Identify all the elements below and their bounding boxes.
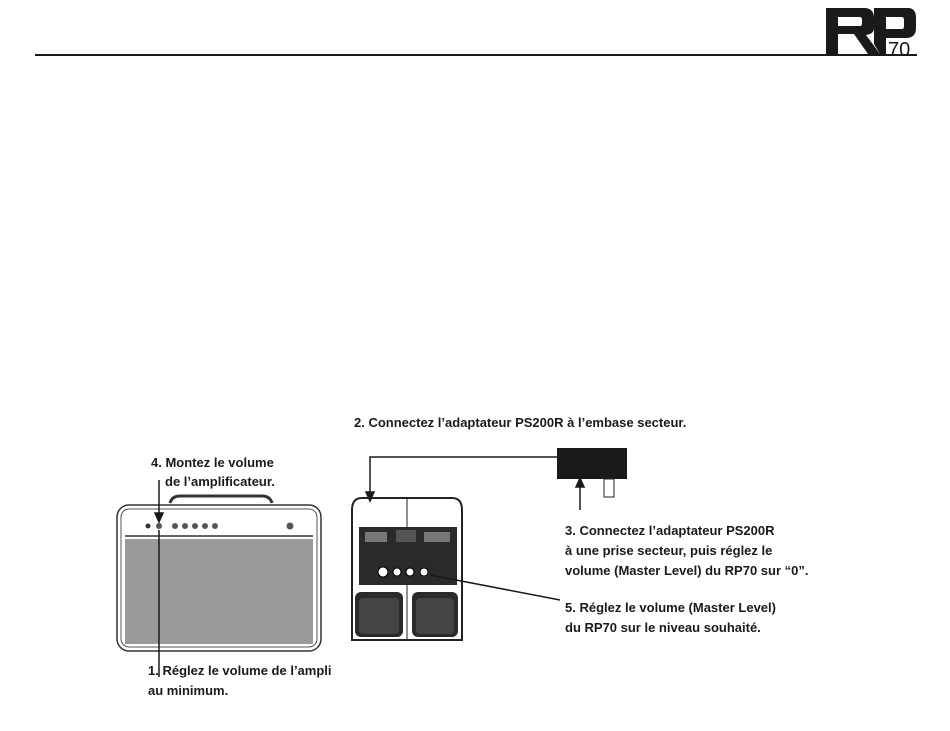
rp70-pedal-illustration: [351, 497, 463, 641]
step-2-label: 2. Connectez l’adaptateur PS200R à l’emb…: [354, 415, 687, 430]
step-4-line-2: de l’amplificateur.: [165, 474, 275, 489]
step-3-line-1: 3. Connectez l’adaptateur PS200R: [565, 523, 775, 538]
step-5-line-2: du RP70 sur le niveau souhaité.: [565, 620, 761, 635]
connection-lines: [153, 456, 586, 677]
step-1-line-2: au minimum.: [148, 683, 229, 698]
rp70-logo: 70: [826, 8, 916, 60]
step-3-line-3: volume (Master Level) du RP70 sur “0”.: [565, 563, 809, 578]
step-5-line-1: 5. Réglez le volume (Master Level): [565, 600, 776, 615]
step-4-line-1: 4. Montez le volume: [151, 455, 274, 470]
step-1-line-1: 1. Réglez le volume de l’ampli: [148, 663, 332, 678]
amplifier-illustration: [116, 494, 322, 652]
header-rule: [35, 54, 917, 56]
power-adapter-illustration: [557, 448, 627, 498]
step-3-line-2: à une prise secteur, puis réglez le: [565, 543, 773, 558]
